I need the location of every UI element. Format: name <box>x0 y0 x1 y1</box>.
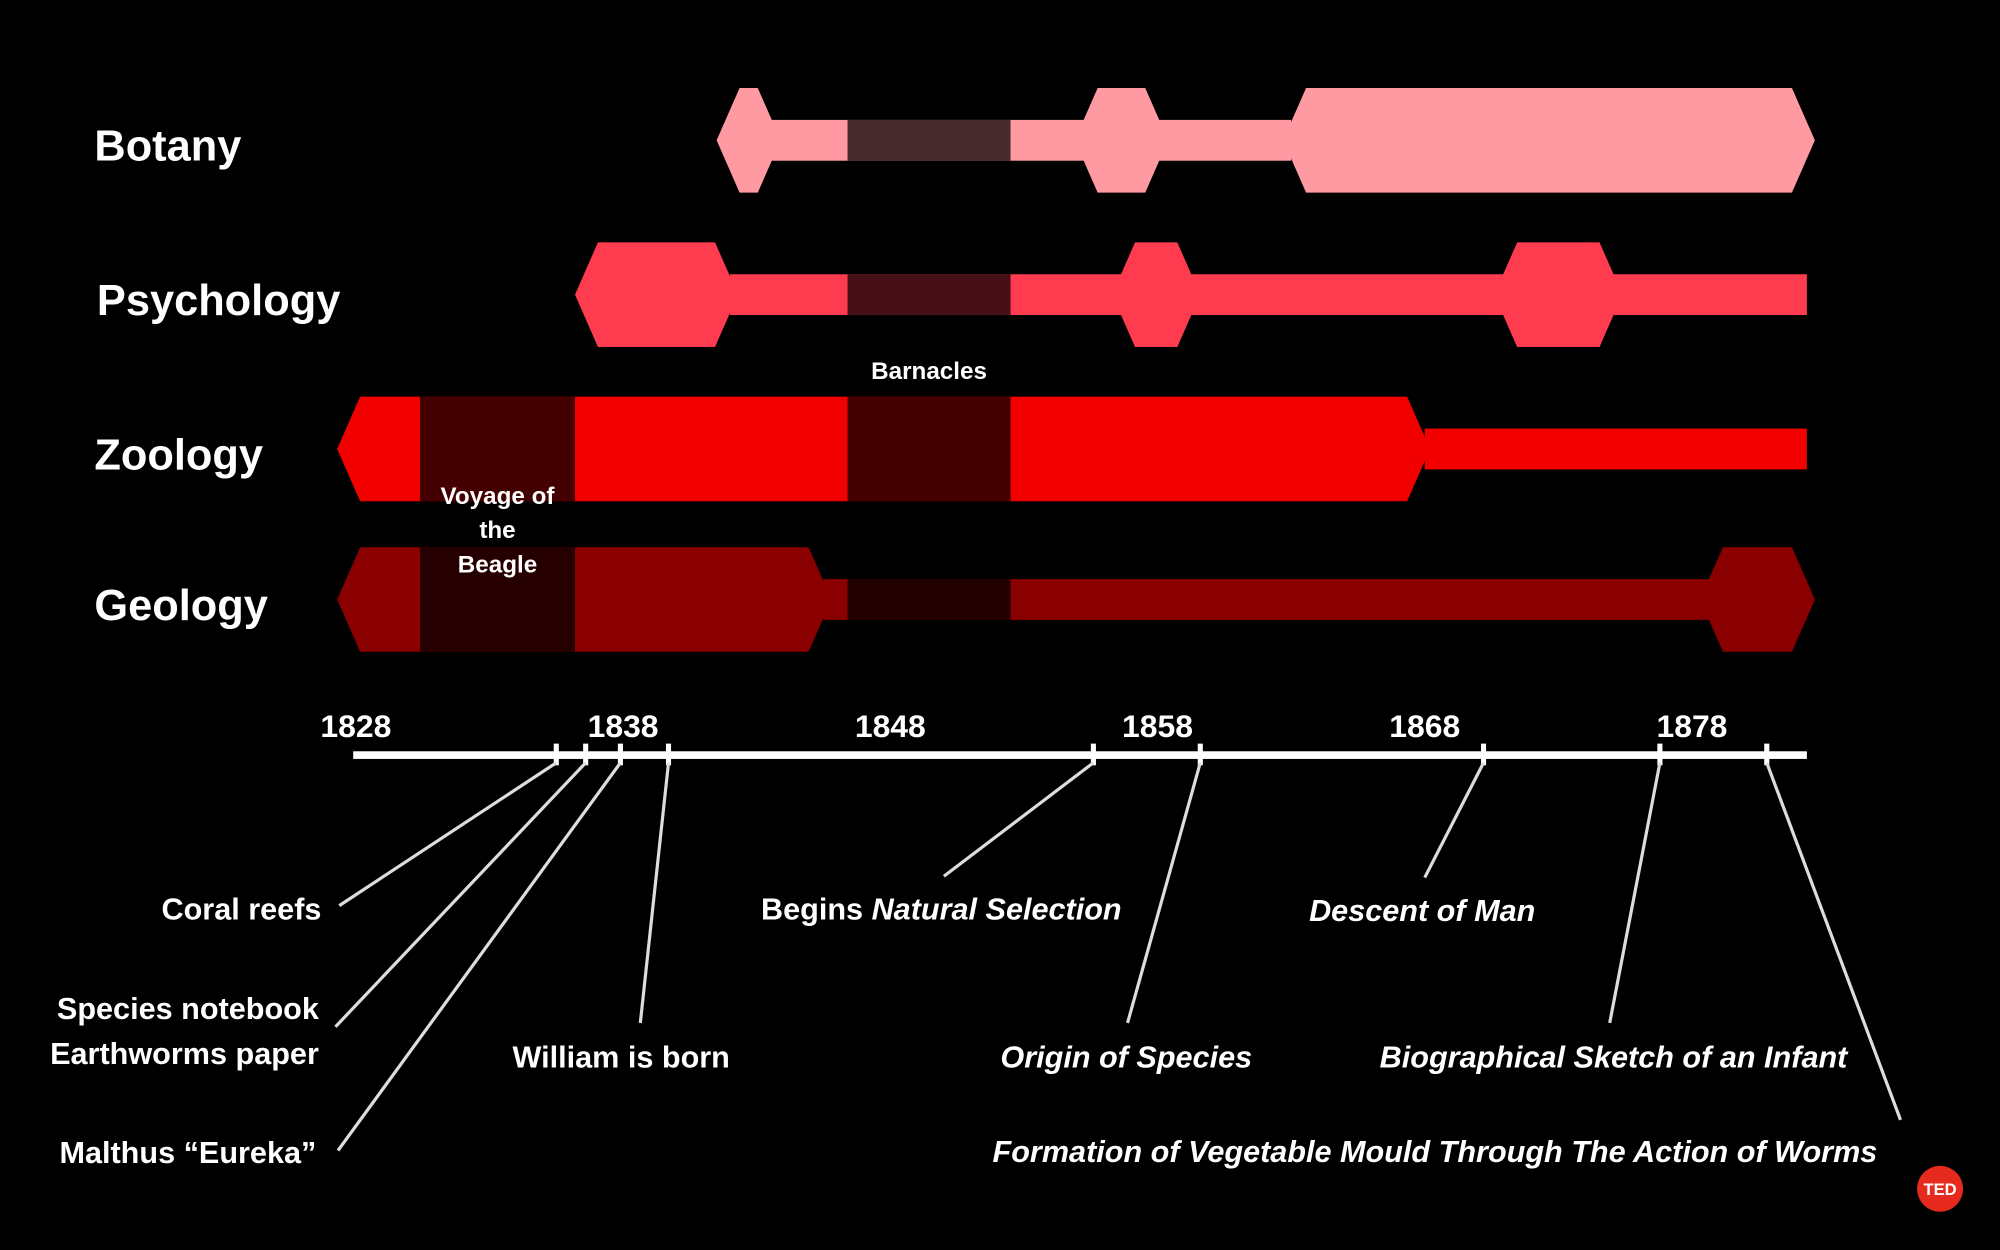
event: Biographical Sketch of an Infant <box>1380 743 1850 1075</box>
event: Origin of Species <box>1000 743 1252 1075</box>
event-label: Coral reefs <box>161 893 321 927</box>
event-tick <box>553 743 559 766</box>
activity-block <box>1699 547 1815 652</box>
ted-logo-text: TED <box>1923 1180 1956 1199</box>
event-label-title: Descent of Man <box>1309 894 1535 928</box>
event-tick <box>1764 743 1770 766</box>
event: William is born <box>512 743 730 1075</box>
leader-line <box>338 761 558 907</box>
event-tick <box>1657 743 1663 766</box>
event-tick <box>617 743 623 766</box>
event: Formation of Vegetable Mould Through The… <box>993 743 1903 1169</box>
event: Descent of Man <box>1309 743 1535 928</box>
event-label: Formation of Vegetable Mould Through The… <box>993 1135 1878 1169</box>
activity-block <box>1494 242 1623 347</box>
event-label: Species notebook <box>57 992 320 1026</box>
leader-line <box>1765 762 1903 1121</box>
leader-line <box>638 762 671 1024</box>
leader-line <box>1608 762 1662 1024</box>
event-label-title: Formation of Vegetable Mould Through The… <box>993 1135 1878 1169</box>
ted-logo: TED <box>1917 1165 1964 1212</box>
event-label: Descent of Man <box>1309 894 1535 928</box>
period-overlay <box>847 119 1011 161</box>
year-tick-label: 1828 <box>320 708 391 744</box>
event: Begins Natural Selection <box>761 743 1122 927</box>
event-label-title: Biographical Sketch of an Infant <box>1380 1041 1850 1075</box>
row-botany <box>716 88 1815 193</box>
ted-logo-circle <box>1917 1165 1964 1212</box>
event-label: Begins Natural Selection <box>761 893 1122 927</box>
leader-line <box>334 761 587 1028</box>
discipline-label: Botany <box>94 123 241 171</box>
period-overlay <box>847 274 1011 316</box>
period-overlay <box>420 396 575 502</box>
event-label-title: Origin of Species <box>1000 1041 1252 1075</box>
event-label: William is born <box>512 1041 729 1075</box>
period-label-voyage: Voyage of <box>441 483 556 510</box>
leader-line <box>1423 762 1485 879</box>
event: Coral reefs <box>161 743 559 927</box>
year-tick-label: 1868 <box>1389 708 1460 744</box>
event-tick <box>665 743 672 766</box>
year-tick-label: 1878 <box>1657 708 1728 744</box>
discipline-label: Psychology <box>97 277 340 325</box>
discipline-label: Geology <box>94 582 267 630</box>
activity-block <box>1074 88 1169 193</box>
leader-line <box>336 761 622 1152</box>
period-label-voyage: the <box>479 517 515 544</box>
period-overlay <box>847 579 1011 620</box>
leader-line <box>942 761 1095 878</box>
event-tick <box>583 743 589 766</box>
period-overlay <box>420 547 575 652</box>
period-label-voyage: Beagle <box>458 552 537 579</box>
thin-bar <box>1424 428 1807 470</box>
event-label-prefix: Begins <box>761 893 872 927</box>
leader-line <box>1126 762 1202 1024</box>
event-tick <box>1090 743 1096 766</box>
event-label: Malthus “Eureka” <box>59 1136 316 1170</box>
event-label: Origin of Species <box>1000 1041 1252 1075</box>
activity-block <box>574 242 738 347</box>
year-tick-label: 1838 <box>588 708 659 744</box>
axis-line <box>353 751 1807 759</box>
activity-block <box>1283 88 1815 193</box>
year-axis: 1828 1838 1848 1858 1868 1878 <box>320 708 1807 759</box>
activity-block <box>337 547 832 652</box>
year-tick-label: 1858 <box>1122 708 1193 744</box>
event-label: Earthworms paper <box>50 1037 319 1071</box>
event-label: Biographical Sketch of an Infant <box>1380 1041 1850 1075</box>
event: Malthus “Eureka” <box>59 743 623 1170</box>
period-label-barnacles: Barnacles <box>871 358 987 385</box>
event-label-title: Natural Selection <box>872 893 1122 927</box>
discipline-label: Zoology <box>94 431 263 479</box>
activity-block <box>716 88 781 193</box>
activity-block <box>1112 242 1201 347</box>
period-overlay <box>847 396 1011 502</box>
year-tick-label: 1848 <box>855 708 926 744</box>
event-tick <box>1480 743 1487 766</box>
event-tick <box>1197 743 1203 766</box>
